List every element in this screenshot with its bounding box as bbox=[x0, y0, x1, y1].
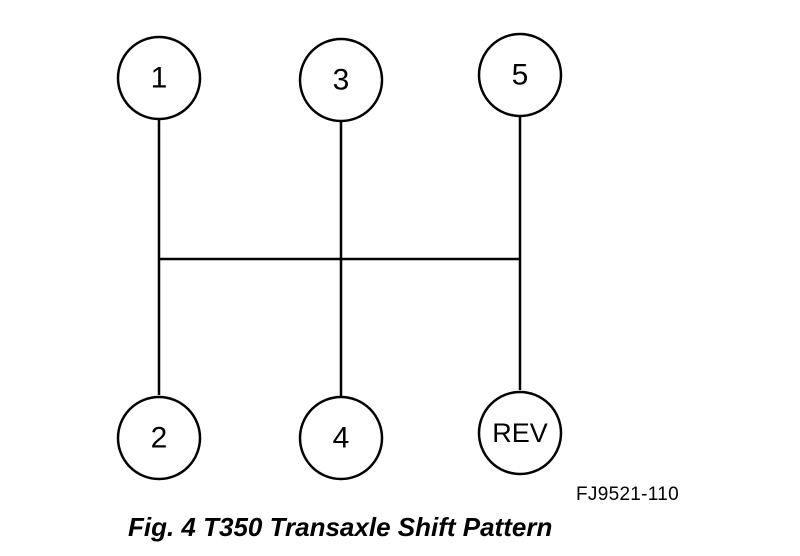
gate-4-label: 4 bbox=[333, 422, 350, 455]
gate-reverse-label: REV bbox=[492, 418, 548, 448]
gate-1-label: 1 bbox=[151, 62, 168, 95]
gate-5: 5 bbox=[477, 32, 563, 118]
gate-4: 4 bbox=[298, 395, 384, 481]
gate-5-label: 5 bbox=[512, 59, 529, 92]
figure-id: FJ9521-110 bbox=[576, 484, 679, 505]
gate-reverse: REV bbox=[477, 390, 563, 476]
gate-2: 2 bbox=[116, 395, 202, 481]
gate-1: 1 bbox=[116, 35, 202, 121]
figure-caption: Fig. 4 T350 Transaxle Shift Pattern bbox=[128, 512, 553, 542]
gate-3-label: 3 bbox=[333, 64, 350, 97]
gate-2-label: 2 bbox=[151, 422, 168, 455]
gate-3: 3 bbox=[298, 37, 384, 123]
